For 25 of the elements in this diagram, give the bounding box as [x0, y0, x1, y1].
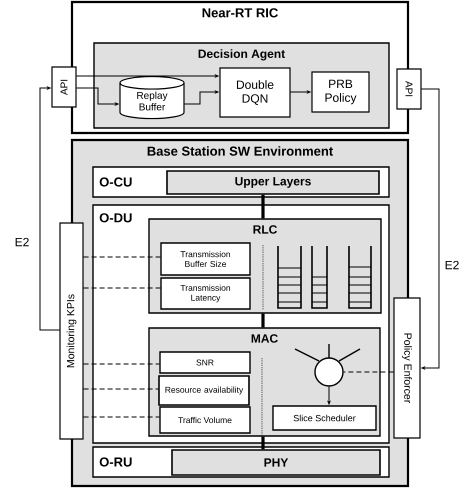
connector: [83, 416, 160, 418]
metric-box: SNR: [159, 351, 251, 374]
api-box: API: [396, 68, 422, 110]
edge-label: E2: [14, 236, 30, 248]
metric-box: Traffic Volume: [159, 406, 251, 434]
connector: [261, 194, 265, 218]
process-box: Slice Scheduler: [272, 405, 377, 431]
layer-box: Upper Layers: [166, 170, 380, 195]
metric-box: Transmission Buffer Size: [160, 242, 251, 276]
buffer-cylinder: Replay Buffer: [119, 76, 185, 120]
api-box: API: [51, 66, 77, 108]
connector: [83, 388, 159, 390]
process-box: PRB Policy: [311, 71, 370, 113]
connector: [83, 256, 161, 258]
side-box: Policy Enforcer: [393, 297, 421, 439]
arrow: [40, 86, 60, 330]
side-box: Monitoring KPIs: [59, 222, 84, 440]
connector: [261, 436, 265, 450]
connector: [261, 314, 265, 328]
metric-box: Resource availability: [158, 375, 250, 406]
layer-box: PHY: [171, 449, 381, 476]
process-box: Double DQN: [219, 67, 291, 118]
edge-label: E2: [444, 260, 460, 270]
scheduler-circle: [314, 357, 344, 387]
metric-box: Transmission Latency: [160, 277, 251, 310]
